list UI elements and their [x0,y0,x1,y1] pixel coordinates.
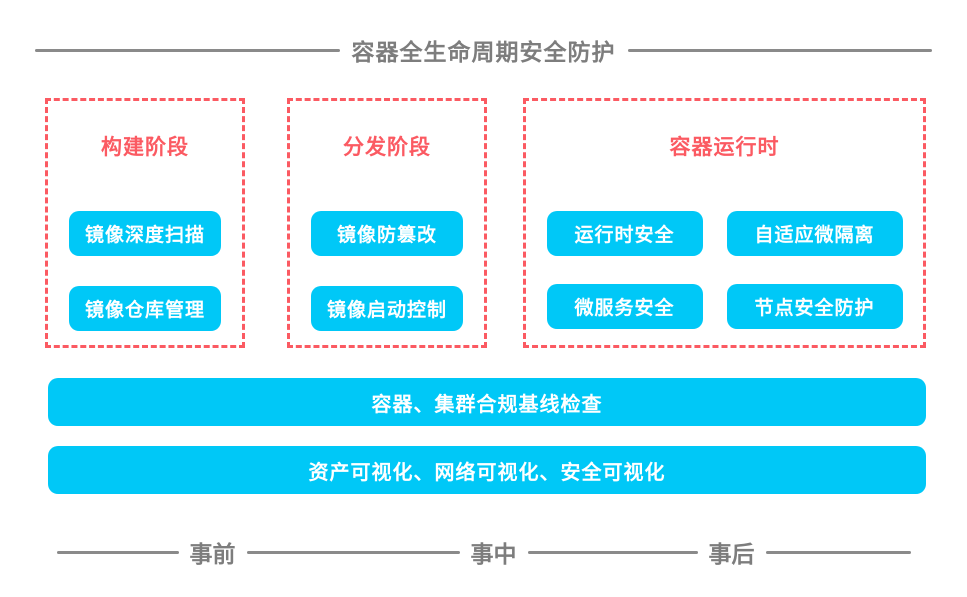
phase-title-distribution: 分发阶段 [343,136,431,159]
bar-visibility: 资产可视化、网络可视化、安全可视化 [48,446,926,494]
bar-compliance-baseline-check: 容器、集群合规基线检查 [48,378,926,426]
timeline-line-4 [765,550,911,554]
pill-image-anti-tampering: 镜像防篡改 [311,211,463,256]
header-left-line [35,48,340,52]
pill-image-registry-management: 镜像仓库管理 [69,286,221,331]
phase-build-items: 镜像深度扫描 镜像仓库管理 [69,211,221,331]
pill-image-deep-scan: 镜像深度扫描 [69,211,221,256]
pill-node-security-protection: 节点安全防护 [726,284,903,329]
pill-microservice-security: 微服务安全 [546,284,703,329]
timeline-label-after: 事后 [708,541,755,567]
header-right-line [627,48,932,52]
phase-runtime-items: 运行时安全 自适应微隔离 微服务安全 节点安全防护 [546,211,903,329]
phase-title-runtime: 容器运行时 [669,136,780,159]
pill-runtime-security: 运行时安全 [546,211,703,256]
timeline-line-3 [527,550,698,554]
phase-box-runtime: 容器运行时 运行时安全 自适应微隔离 微服务安全 节点安全防护 [523,98,926,348]
diagram-header: 容器全生命周期安全防护 [35,33,932,67]
pill-image-launch-control: 镜像启动控制 [311,286,463,331]
timeline: 事前 事中 事后 [0,536,967,568]
timeline-line-1 [56,550,179,554]
timeline-label-before: 事前 [189,541,236,567]
pill-adaptive-microsegmentation: 自适应微隔离 [726,211,903,256]
phase-distribution-items: 镜像防篡改 镜像启动控制 [311,211,463,331]
timeline-label-during: 事中 [470,541,517,567]
phase-title-build: 构建阶段 [101,136,189,159]
phase-box-build: 构建阶段 镜像深度扫描 镜像仓库管理 [45,98,245,348]
phase-box-distribution: 分发阶段 镜像防篡改 镜像启动控制 [287,98,487,348]
timeline-line-2 [246,550,460,554]
diagram-title: 容器全生命周期安全防护 [351,39,616,65]
